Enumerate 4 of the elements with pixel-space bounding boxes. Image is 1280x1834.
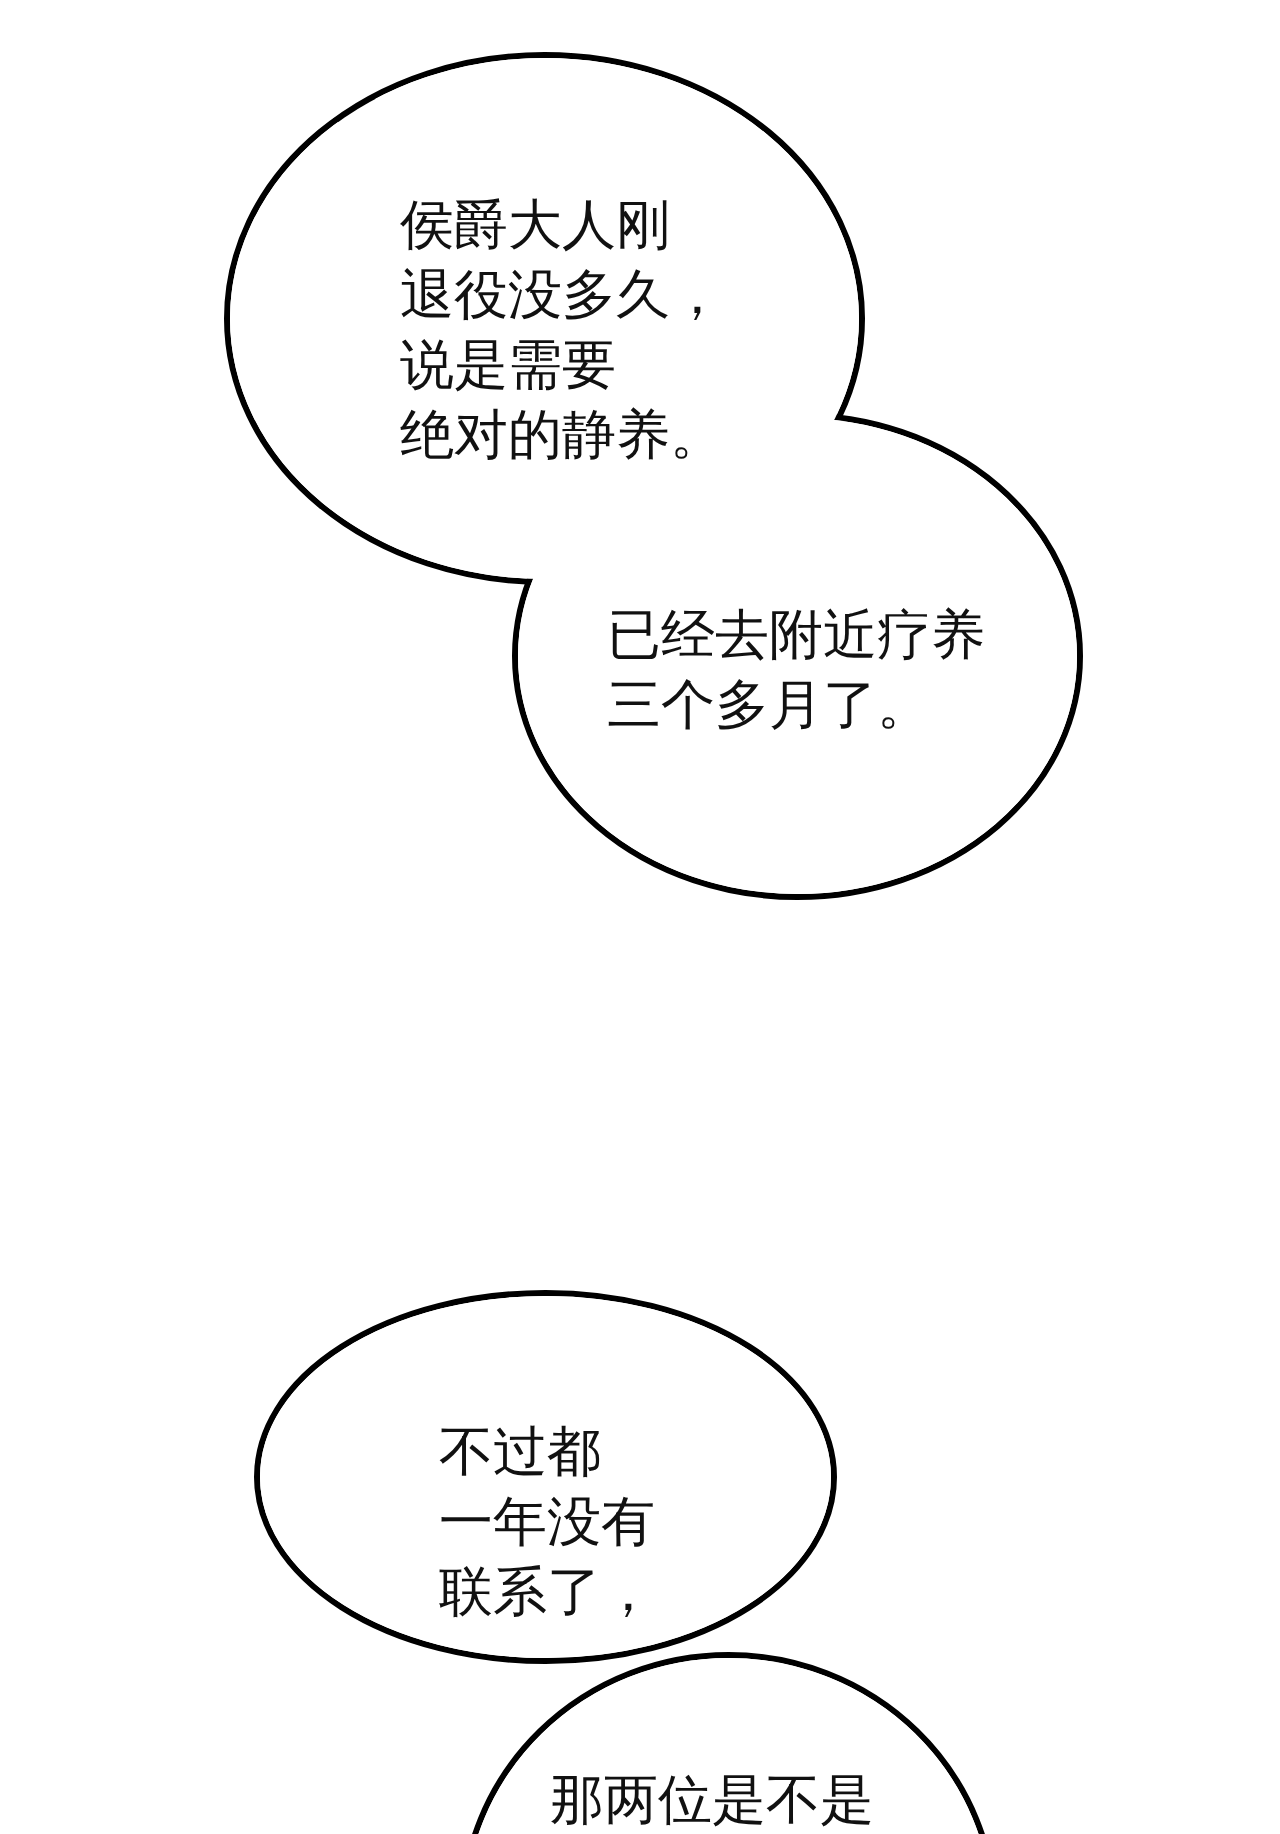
dialogue-text: 不过都一年没有联系了， — [439, 1419, 655, 1625]
dialogue-text: 已经去附近疗养三个多月了。 — [607, 602, 985, 738]
dialogue-text: 侯爵大人刚退役没多久，说是需要绝对的静养。 — [400, 192, 724, 468]
dialogue-text: 那两位是不是 — [550, 1767, 874, 1833]
